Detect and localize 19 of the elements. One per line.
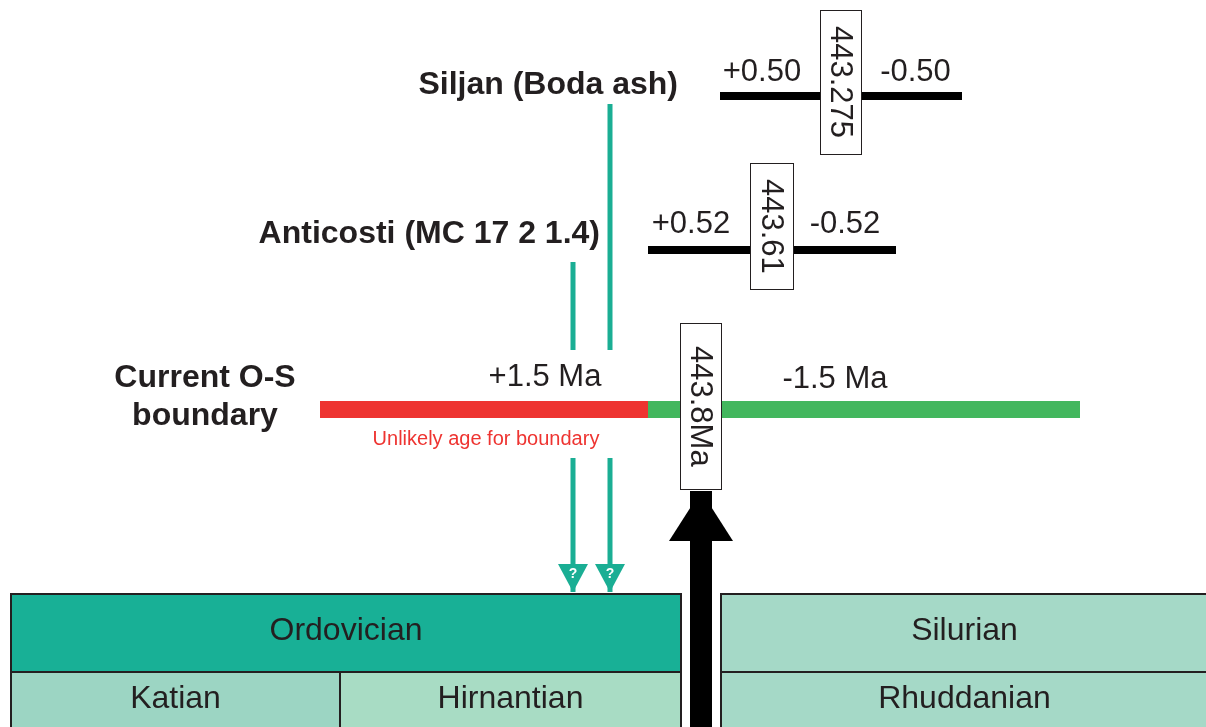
error-value: -0.50 xyxy=(879,52,952,90)
stage-cell: Hirnantian xyxy=(339,671,682,727)
site-label: Anticosti (MC 17 2 1.4) xyxy=(170,202,600,262)
boundary-label: Current O-S boundary xyxy=(113,357,297,434)
error-value: -1.5 Ma xyxy=(781,359,889,397)
age-box: 443.61 xyxy=(750,163,794,290)
age-box: 443.275 xyxy=(820,10,862,155)
period-cell: Silurian xyxy=(720,593,1206,673)
arrow xyxy=(669,491,733,727)
stage-cell: Rhuddanian xyxy=(720,671,1206,727)
error-value: +0.52 xyxy=(650,204,732,242)
question-mark: ? xyxy=(567,565,579,581)
age-box: 443.8Ma xyxy=(680,323,722,490)
site-label: Siljan (Boda ash) xyxy=(330,62,678,104)
question-mark: ? xyxy=(604,565,616,581)
error-value: -0.52 xyxy=(808,204,882,242)
error-value: +0.50 xyxy=(721,52,803,90)
stage-cell: Katian xyxy=(10,671,341,727)
period-cell: Ordovician xyxy=(10,593,682,673)
